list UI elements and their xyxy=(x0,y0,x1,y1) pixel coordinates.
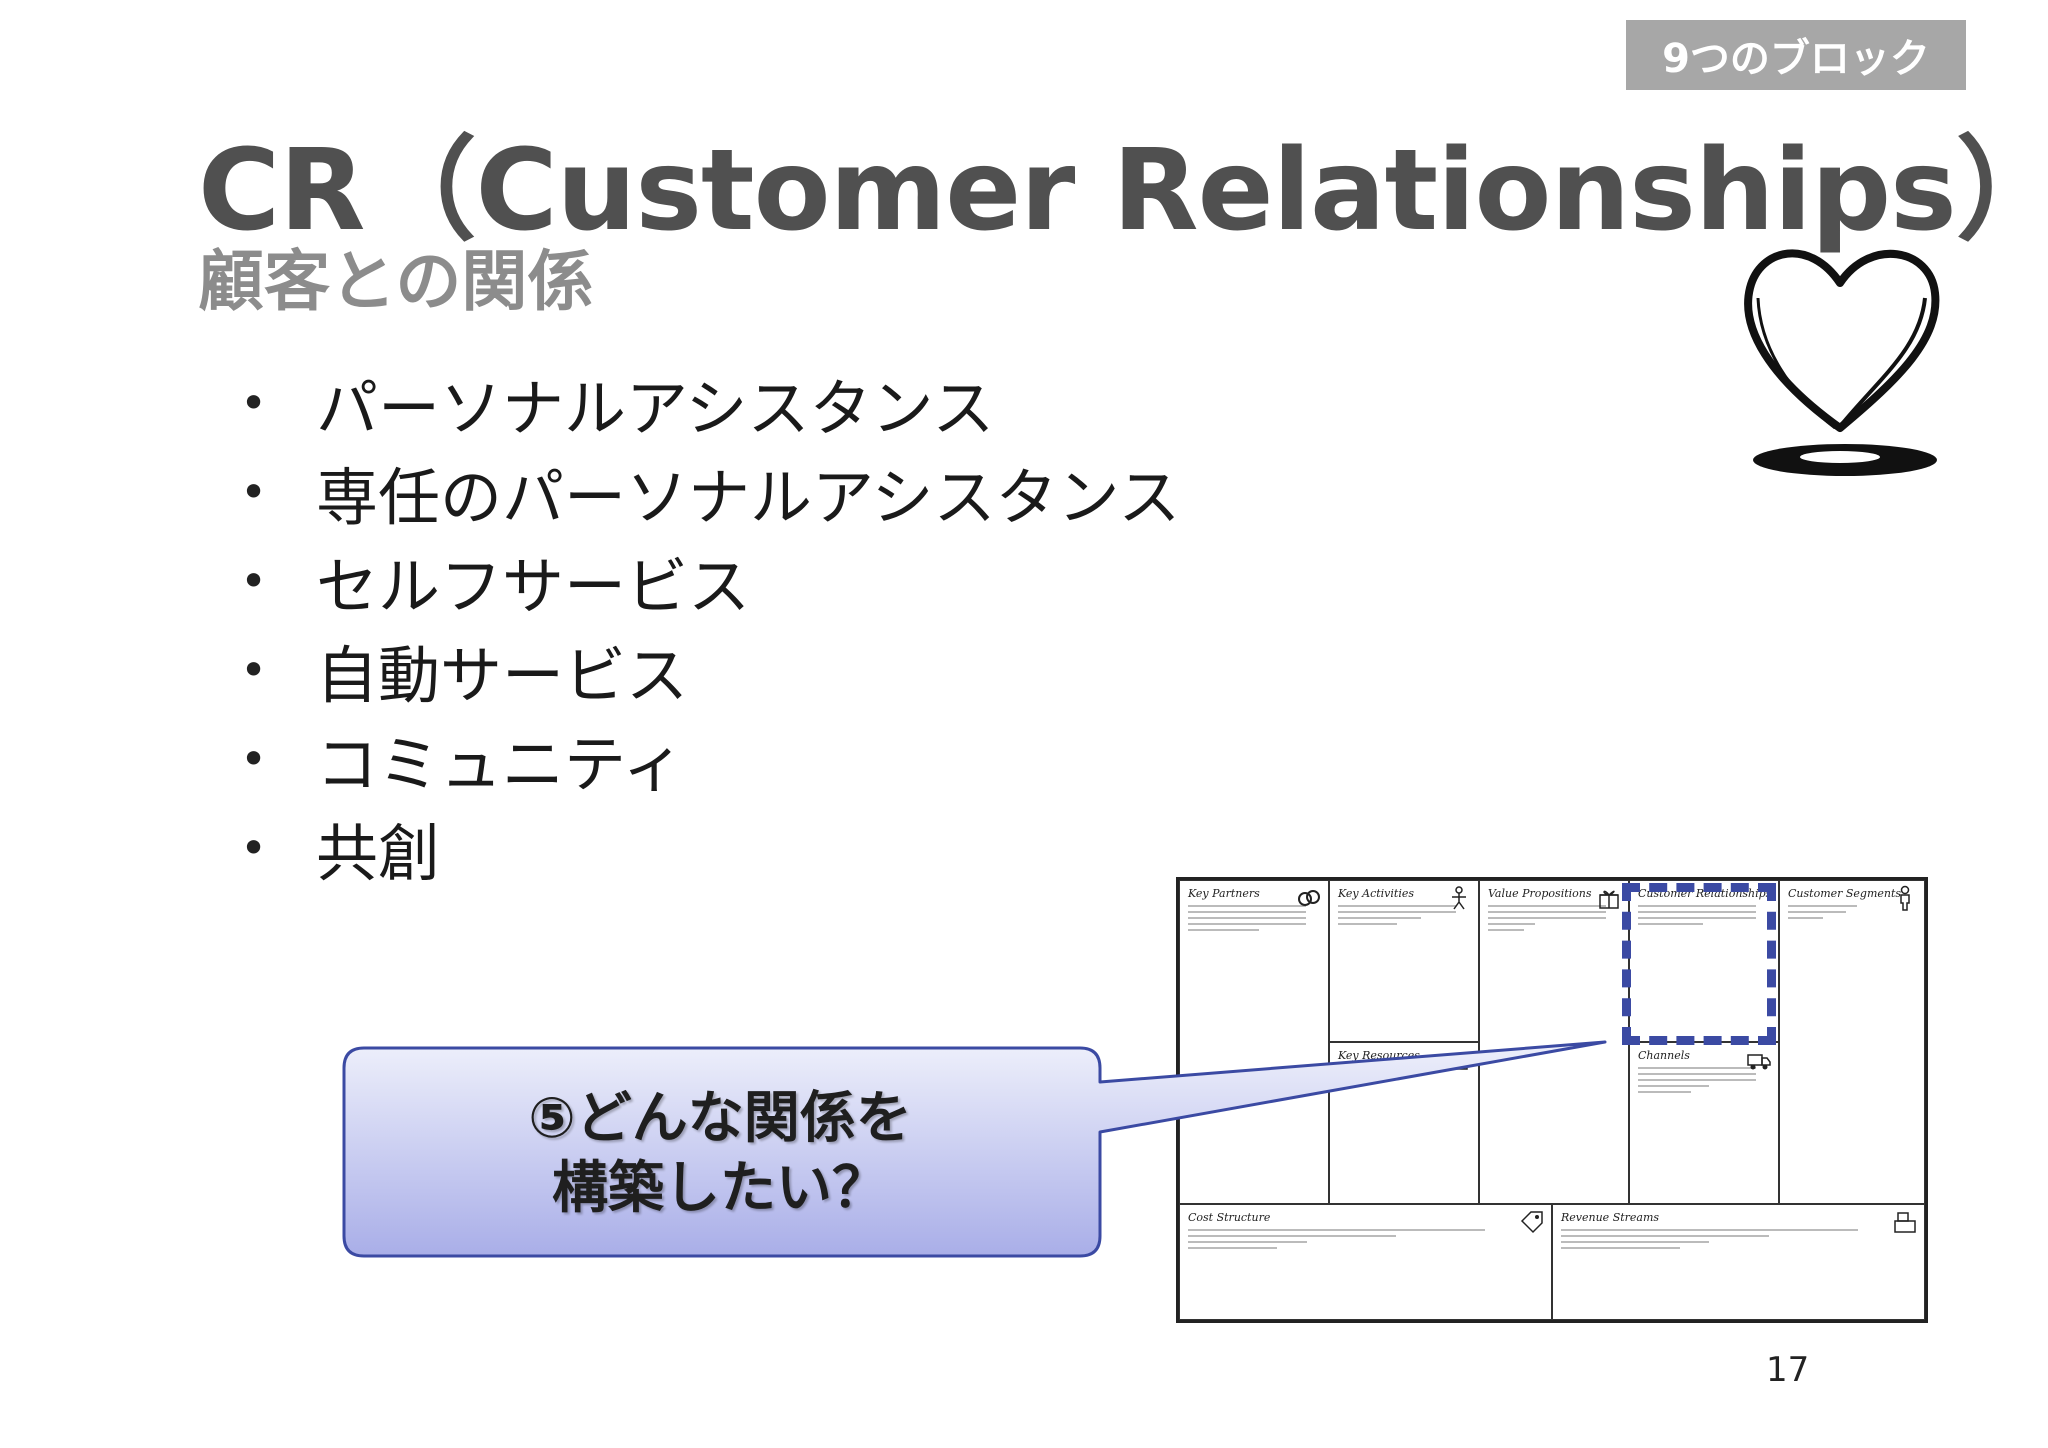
list-item-text: 専任のパーソナルアシスタンス xyxy=(316,460,1181,534)
worker-icon xyxy=(1452,886,1466,910)
factory-icon xyxy=(1448,1052,1468,1070)
bullet-dot: • xyxy=(240,375,268,430)
truck-icon xyxy=(1747,1054,1771,1070)
list-item: • 自動サービス xyxy=(240,625,1180,714)
heart-icon xyxy=(1744,249,1940,476)
canvas-channels: Channels xyxy=(1629,1042,1779,1204)
cash-register-icon xyxy=(1894,1212,1916,1233)
list-item: • コミュニティ xyxy=(240,714,1180,803)
callout-text: ⑤どんな関係を 構築したい？ xyxy=(344,1052,1096,1256)
canvas-cell-title: Value Propositions xyxy=(1488,887,1592,900)
canvas-cell-title: Key Partners xyxy=(1188,887,1260,900)
business-model-canvas: Key Partners Key Activities Key Resource… xyxy=(1176,877,1928,1323)
list-item: • パーソナルアシスタンス xyxy=(240,358,1180,447)
bullet-list: • パーソナルアシスタンス • 専任のパーソナルアシスタンス • セルフサービス • 自… xyxy=(240,358,1180,892)
page-number: 17 xyxy=(1766,1350,1810,1390)
list-item: • 専任のパーソナルアシスタンス xyxy=(240,447,1180,536)
section-tag: 9つのブロック xyxy=(1626,20,1966,90)
person-icon xyxy=(1900,885,1910,911)
list-item-text: コミュニティ xyxy=(316,727,685,801)
bullet-dot: • xyxy=(240,642,268,697)
canvas-cell-title: Key Resources xyxy=(1338,1049,1420,1062)
canvas-cost-structure: Cost Structure xyxy=(1179,1204,1552,1320)
list-item-text: セルフサービス xyxy=(316,549,751,623)
bullet-dot: • xyxy=(240,553,268,608)
list-item: • 共創 xyxy=(240,803,1180,892)
page-title: CR（Customer Relationships） xyxy=(198,126,2048,256)
bullet-dot: • xyxy=(240,464,268,519)
list-item-text: 共創 xyxy=(316,816,441,890)
canvas-cell-title: Channels xyxy=(1638,1049,1690,1062)
canvas-key-resources: Key Resources xyxy=(1329,1042,1479,1204)
list-item-text: パーソナルアシスタンス xyxy=(316,371,995,445)
canvas-cell-title: Key Activities xyxy=(1338,887,1415,900)
canvas-cell-title: Customer Segments xyxy=(1788,887,1902,900)
canvas-revenue-streams: Revenue Streams xyxy=(1552,1204,1925,1320)
bullet-dot: • xyxy=(240,731,268,786)
canvas-customer-segments: Customer Segments xyxy=(1779,880,1925,1204)
price-tag-icon xyxy=(1520,1211,1543,1234)
callout-line-2: 構築したい？ xyxy=(552,1156,888,1221)
list-item: • セルフサービス xyxy=(240,536,1180,625)
canvas-cell-title: Revenue Streams xyxy=(1561,1211,1660,1224)
callout-line-1: ⑤どんな関係を xyxy=(528,1086,912,1151)
chain-icon xyxy=(1298,890,1320,906)
canvas-cell-title: Cost Structure xyxy=(1188,1211,1271,1224)
canvas-value-propositions: Value Propositions xyxy=(1479,880,1629,1204)
customer-relationships-highlight xyxy=(1622,883,1776,1045)
bullet-dot: • xyxy=(240,820,268,875)
gift-icon xyxy=(1599,890,1619,909)
canvas-key-partners: Key Partners xyxy=(1179,880,1329,1204)
page-subtitle: 顧客との関係 xyxy=(198,243,594,320)
canvas-key-activities: Key Activities xyxy=(1329,880,1479,1042)
list-item-text: 自動サービス xyxy=(316,638,689,712)
